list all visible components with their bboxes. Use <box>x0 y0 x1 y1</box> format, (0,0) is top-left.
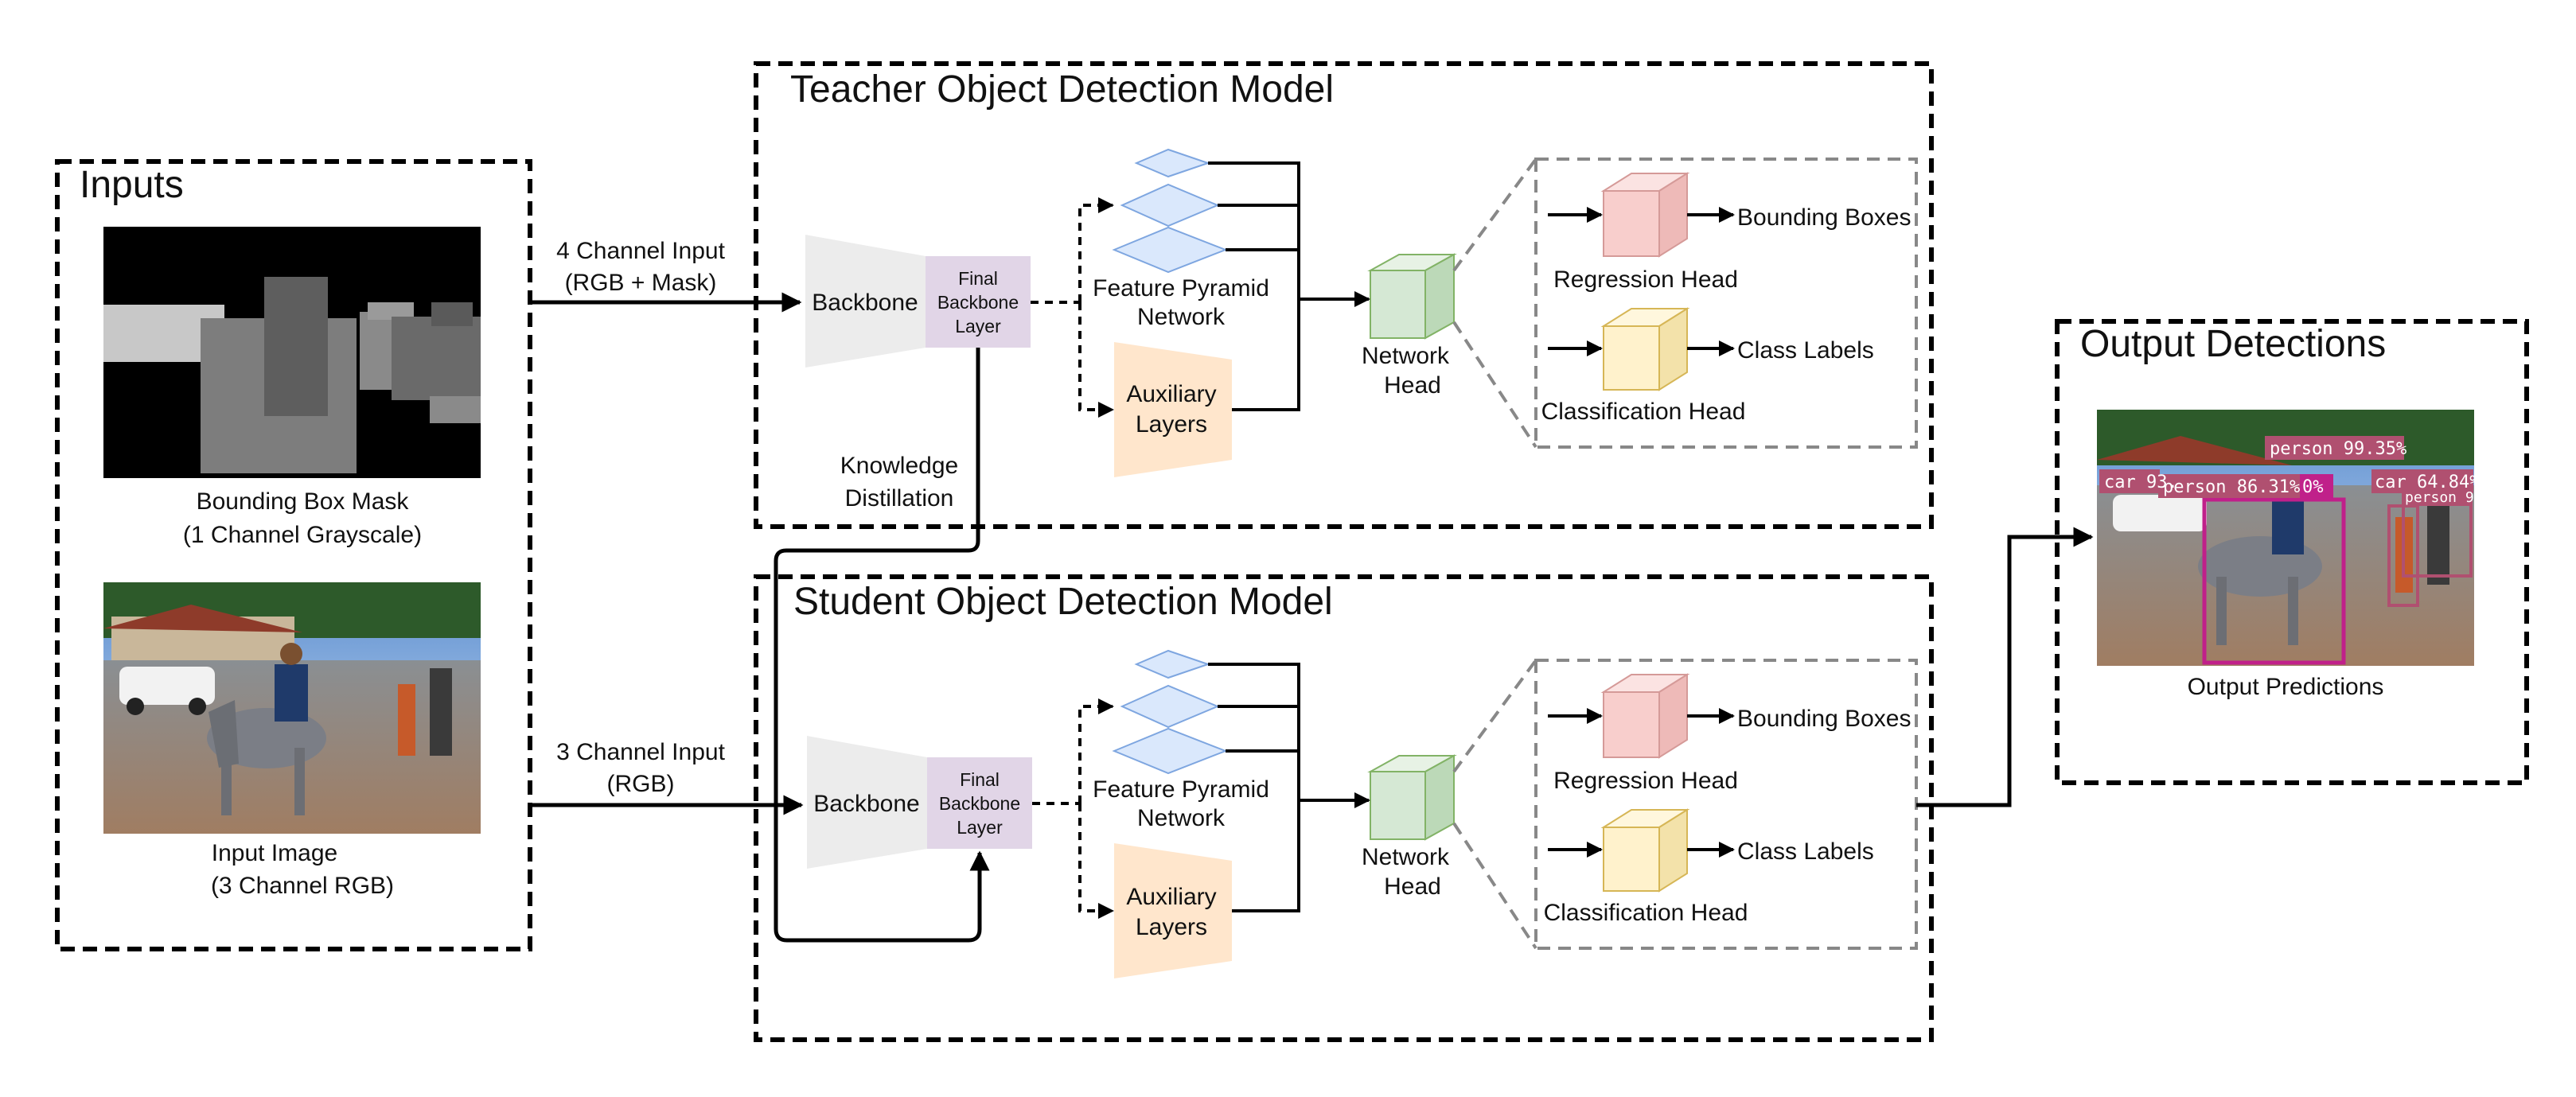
teacher-head-detail-frame <box>1534 158 1918 449</box>
student-aux-line2: Layers <box>1136 914 1207 940</box>
teacher-final-line3: Layer <box>955 316 1001 336</box>
four-channel-label-line1: 4 Channel Input <box>556 238 725 264</box>
detection-label: car 64.84% <box>2375 473 2480 492</box>
inputs-frame <box>55 159 532 951</box>
teacher-head-line2: Head <box>1384 372 1441 399</box>
teacher-aux-line2: Layers <box>1136 411 1207 438</box>
teacher-auxiliary-layers: Auxiliary Layers <box>1114 342 1232 477</box>
output-title: Output Detections <box>2080 323 2386 365</box>
teacher-final-backbone-layer: Final Backbone Layer <box>926 256 1031 348</box>
student-fpn-line2: Network <box>1137 805 1226 831</box>
teacher-aux-line1: Auxiliary <box>1126 381 1216 407</box>
teacher-backbone-label: Backbone <box>812 290 918 316</box>
student-head-line1: Network <box>1362 844 1450 870</box>
student-classification-cube <box>1600 808 1690 893</box>
teacher-head-line1: Network <box>1362 343 1450 369</box>
student-final-line1: Final <box>960 769 1000 790</box>
student-title: Student Object Detection Model <box>793 581 1333 623</box>
student-auxiliary-layers: Auxiliary Layers <box>1114 843 1232 978</box>
teacher-final-line1: Final <box>958 268 998 289</box>
teacher-title: Teacher Object Detection Model <box>790 68 1334 111</box>
teacher-regression-label: Regression Head <box>1553 266 1738 293</box>
student-network-head-cube <box>1367 754 1457 841</box>
teacher-connections <box>1031 161 1735 418</box>
student-backbone-label: Backbone <box>813 791 919 817</box>
student-regression-label: Regression Head <box>1553 768 1738 794</box>
student-head-line2: Head <box>1384 873 1441 900</box>
teacher-classification-cube <box>1600 307 1690 391</box>
mask-caption-line2: (1 Channel Grayscale) <box>183 522 422 548</box>
teacher-backbone: Backbone <box>805 235 926 368</box>
output-arrow <box>1916 527 2094 807</box>
detection-label: person 9 <box>2405 489 2474 506</box>
student-frame <box>754 574 1934 1042</box>
detection-label: car 93. <box>2104 473 2178 492</box>
teacher-zoom-line-top <box>1452 158 1537 272</box>
teacher-classification-label: Classification Head <box>1541 399 1746 425</box>
four-channel-label-line2: (RGB + Mask) <box>565 270 717 296</box>
teacher-fpn-line1: Feature Pyramid <box>1093 275 1269 301</box>
teacher-frame <box>754 61 1934 529</box>
student-class-output: Class Labels <box>1737 838 1874 865</box>
output-frame <box>2055 319 2529 785</box>
teacher-network-head-cube <box>1367 253 1457 340</box>
student-connections <box>1032 663 1735 919</box>
image-caption-line1: Input Image <box>212 840 337 866</box>
teacher-final-line2: Backbone <box>937 292 1019 313</box>
inputs-title: Inputs <box>80 164 184 206</box>
bounding-box-mask-image <box>103 227 481 478</box>
teacher-feature-pyramid <box>1112 148 1228 274</box>
student-final-line3: Layer <box>957 817 1003 838</box>
teacher-fpn-line2: Network <box>1137 304 1226 330</box>
three-channel-label-line1: 3 Channel Input <box>556 739 725 765</box>
student-zoom-line-bottom <box>1452 822 1537 950</box>
output-caption: Output Predictions <box>2188 674 2384 700</box>
student-regression-cube <box>1600 673 1690 759</box>
image-caption-line2: (3 Channel RGB) <box>211 873 394 899</box>
student-final-line2: Backbone <box>939 793 1020 814</box>
detection-label: person 86.31% <box>2163 477 2300 497</box>
student-bbox-output: Bounding Boxes <box>1737 706 1912 732</box>
detection-label: person 99.35% <box>2270 439 2406 459</box>
teacher-class-output: Class Labels <box>1737 337 1874 364</box>
teacher-regression-cube <box>1600 172 1690 258</box>
student-backbone: Backbone <box>807 736 927 869</box>
student-classification-label: Classification Head <box>1544 900 1748 926</box>
student-aux-line1: Auxiliary <box>1126 884 1216 910</box>
kd-label-line1: Knowledge <box>840 453 958 479</box>
knowledge-distillation-arrow <box>774 348 990 943</box>
mask-caption-line1: Bounding Box Mask <box>197 488 410 515</box>
student-feature-pyramid <box>1112 649 1228 775</box>
student-zoom-line-top <box>1452 659 1537 773</box>
output-prediction-image: car 93. person 99.35% person 86.31% 0% c… <box>2097 410 2480 666</box>
teacher-zoom-line-bottom <box>1452 321 1537 449</box>
teacher-bbox-output: Bounding Boxes <box>1737 204 1912 231</box>
student-fpn-line1: Feature Pyramid <box>1093 776 1269 803</box>
three-channel-label-line2: (RGB) <box>607 771 675 797</box>
kd-label-line2: Distillation <box>845 485 954 512</box>
student-final-backbone-layer: Final Backbone Layer <box>927 757 1032 849</box>
detection-label: 0% <box>2302 477 2324 497</box>
input-photo <box>103 582 481 834</box>
